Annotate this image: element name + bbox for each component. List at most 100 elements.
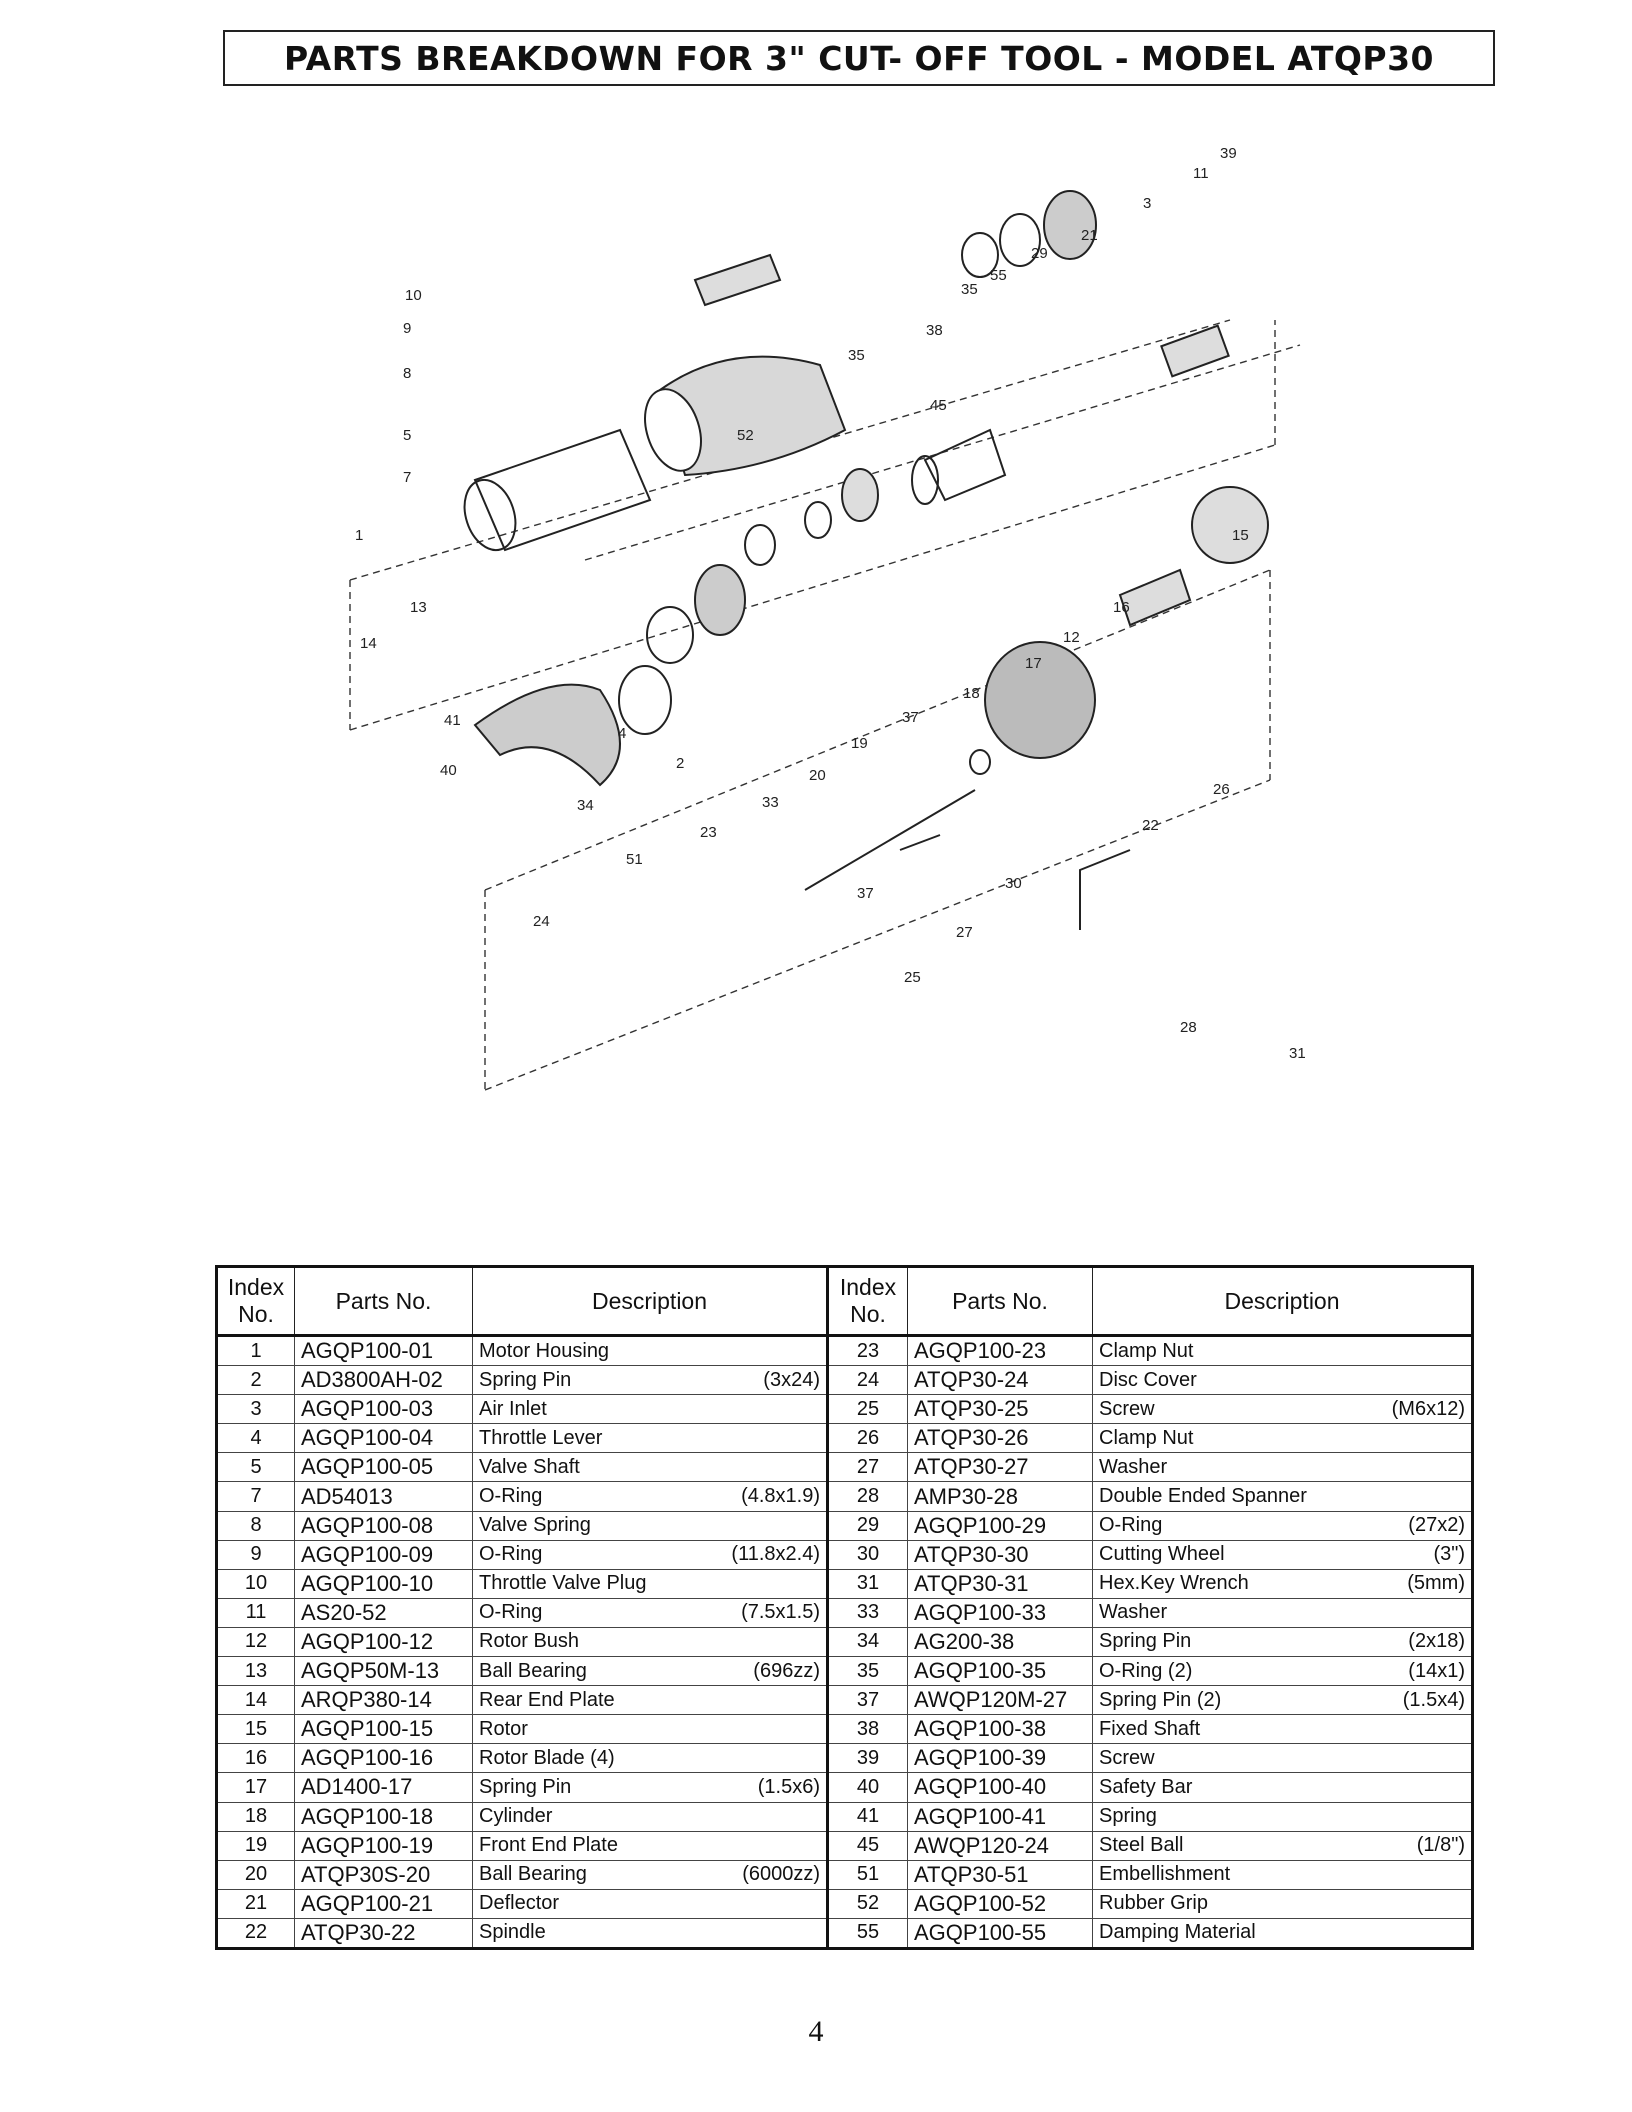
- page-title: PARTS BREAKDOWN FOR 3" CUT- OFF TOOL - M…: [223, 30, 1495, 86]
- header-index-right: Index No.: [826, 1266, 908, 1337]
- callout-label: 30: [1005, 875, 1022, 892]
- index-cell-left: 1: [216, 1334, 295, 1367]
- description-text: Air Inlet: [479, 1397, 547, 1420]
- description-text: Embellishment: [1099, 1863, 1231, 1886]
- description-text: Throttle Lever: [479, 1426, 603, 1449]
- callout-label: 34: [577, 797, 594, 814]
- part-number-cell-right: ATQP30-24: [907, 1365, 1093, 1396]
- callout-label: 51: [626, 851, 643, 868]
- index-cell-left: 11: [216, 1597, 295, 1628]
- description-spec: (11.8x2.4): [731, 1543, 820, 1566]
- callout-label: 52: [737, 427, 754, 444]
- description-cell-right: Clamp Nut: [1092, 1423, 1473, 1454]
- description-cell-left: Ball Bearing(696zz): [472, 1656, 828, 1687]
- part-number-cell-left: AGQP100-05: [294, 1452, 473, 1483]
- callout-label: 1: [355, 527, 363, 544]
- part-number-cell-left: ARQP380-14: [294, 1685, 473, 1716]
- description-text: O-Ring: [479, 1485, 543, 1508]
- part-number-cell-right: AGQP100-39: [907, 1743, 1093, 1774]
- callout-label: 9: [403, 320, 411, 337]
- description-cell-right: O-Ring (2)(14x1): [1092, 1656, 1473, 1687]
- description-text: Spindle: [479, 1921, 546, 1944]
- index-cell-right: 40: [826, 1772, 908, 1803]
- part-number-cell-right: AGQP100-33: [907, 1597, 1093, 1628]
- description-spec: (M6x12): [1391, 1397, 1465, 1420]
- description-cell-right: Steel Ball(1/8"): [1092, 1830, 1473, 1861]
- index-cell-left: 22: [216, 1917, 295, 1949]
- index-cell-left: 8: [216, 1510, 295, 1541]
- header-index-left: Index No.: [216, 1266, 295, 1337]
- part-number-cell-right: AWQP120-24: [907, 1830, 1093, 1861]
- description-text: Ball Bearing: [479, 1863, 587, 1886]
- part-number-cell-right: AGQP100-55: [907, 1917, 1093, 1949]
- description-cell-left: Spring Pin(1.5x6): [472, 1772, 828, 1803]
- description-cell-right: Screw(M6x12): [1092, 1394, 1473, 1425]
- description-text: O-Ring: [1099, 1514, 1163, 1537]
- part-number-cell-left: AD3800AH-02: [294, 1365, 473, 1396]
- index-cell-right: 35: [826, 1656, 908, 1687]
- index-cell-left: 12: [216, 1626, 295, 1658]
- description-text: Washer: [1099, 1601, 1168, 1624]
- description-text: Rear End Plate: [479, 1688, 615, 1711]
- description-text: Cylinder: [479, 1805, 553, 1828]
- description-spec: (4.8x1.9): [741, 1485, 820, 1508]
- index-cell-right: 38: [826, 1714, 908, 1745]
- description-text: Motor Housing: [479, 1339, 610, 1362]
- index-cell-right: 52: [826, 1888, 908, 1919]
- callout-label: 22: [1142, 817, 1159, 834]
- description-text: Safety Bar: [1099, 1775, 1193, 1798]
- callout-label: 35: [961, 281, 978, 298]
- index-cell-right: 23: [826, 1334, 908, 1367]
- index-cell-left: 21: [216, 1888, 295, 1919]
- index-cell-left: 7: [216, 1481, 295, 1512]
- description-text: Spring Pin (2): [1099, 1688, 1222, 1711]
- part-number-cell-right: AGQP100-41: [907, 1801, 1093, 1832]
- callout-label: 33: [762, 794, 779, 811]
- index-cell-left: 9: [216, 1539, 295, 1570]
- description-cell-right: Spring Pin (2)(1.5x4): [1092, 1685, 1473, 1716]
- description-text: Washer: [1099, 1455, 1168, 1478]
- part-number-cell-right: AGQP100-23: [907, 1334, 1093, 1367]
- index-cell-right: 39: [826, 1743, 908, 1774]
- description-cell-left: Front End Plate: [472, 1830, 828, 1861]
- description-cell-right: Safety Bar: [1092, 1772, 1473, 1803]
- index-cell-left: 20: [216, 1859, 295, 1890]
- part-number-cell-left: AGQP100-08: [294, 1510, 473, 1541]
- callout-label: 24: [533, 913, 550, 930]
- description-text: Clamp Nut: [1099, 1426, 1194, 1449]
- index-cell-right: 24: [826, 1365, 908, 1396]
- description-cell-right: Washer: [1092, 1452, 1473, 1483]
- part-number-cell-left: AD54013: [294, 1481, 473, 1512]
- part-number-cell-right: AGQP100-38: [907, 1714, 1093, 1745]
- callout-label: 20: [809, 767, 826, 784]
- index-cell-left: 18: [216, 1801, 295, 1832]
- description-text: Clamp Nut: [1099, 1339, 1194, 1362]
- callout-label: 26: [1213, 781, 1230, 798]
- description-cell-left: Valve Spring: [472, 1510, 828, 1541]
- description-cell-left: Deflector: [472, 1888, 828, 1919]
- header-parts-no-left: Parts No.: [294, 1266, 473, 1337]
- description-cell-right: Double Ended Spanner: [1092, 1481, 1473, 1512]
- callout-label: 16: [1113, 599, 1130, 616]
- part-number-cell-left: AGQP100-19: [294, 1830, 473, 1861]
- description-text: Valve Spring: [479, 1514, 591, 1537]
- index-cell-left: 14: [216, 1685, 295, 1716]
- callout-label: 23: [700, 824, 717, 841]
- parts-table: Index No. Parts No. Description Index No…: [215, 1265, 1474, 1950]
- part-number-cell-left: AGQP100-03: [294, 1394, 473, 1425]
- description-cell-right: Spring Pin(2x18): [1092, 1626, 1473, 1658]
- callout-label: 10: [405, 287, 422, 304]
